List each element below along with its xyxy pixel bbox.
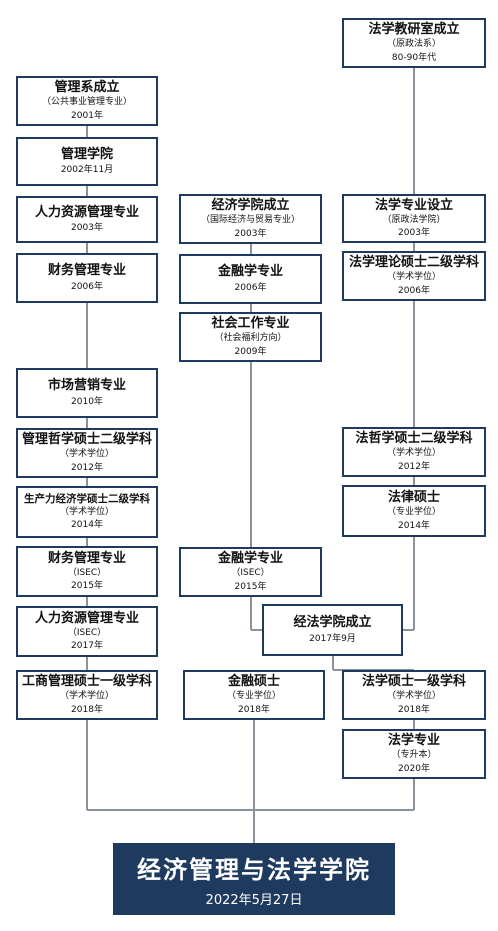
node-subtitle: （专业学位） xyxy=(386,507,441,518)
node-bm-master: 工商管理硕士一级学科（学术学位） 2018年 xyxy=(16,670,158,720)
node-subtitle: （学术学位） xyxy=(386,272,441,283)
node-year: 2017年9月 xyxy=(309,633,356,644)
node-mgmt-school: 管理学院 2002年11月 xyxy=(16,137,158,186)
node-year: 2020年 xyxy=(398,763,430,774)
node-year: 2003年 xyxy=(398,228,430,239)
node-title: 法学专业 xyxy=(387,733,440,749)
node-econ-school: 经济学院成立（国际经济与贸易专业） 2003年 xyxy=(179,194,322,244)
node-hr-major: 人力资源管理专业 2003年 xyxy=(16,196,158,243)
node-subtitle: （ISEC） xyxy=(67,567,107,578)
node-year: 2006年 xyxy=(71,281,103,292)
final-college-title: 经济管理与法学学院 xyxy=(137,855,371,884)
node-title: 金融学专业 xyxy=(217,551,283,567)
node-hr-isec: 人力资源管理专业（ISEC） 2017年 xyxy=(16,606,158,657)
node-legal-theory-master: 法学理论硕士二级学科（学术学位） 2006年 xyxy=(342,251,486,301)
node-title: 市场营销专业 xyxy=(47,378,126,394)
node-title: 生产力经济学硕士二级学科 xyxy=(24,492,150,505)
node-subtitle: （原政法学院） xyxy=(382,214,446,225)
node-year: 2015年 xyxy=(234,581,267,592)
node-year: 2015年 xyxy=(71,581,103,592)
node-law-major: 法学专业设立（原政法学院） 2003年 xyxy=(342,194,486,243)
node-law-phil-master: 法哲学硕士二级学科（学术学位） 2012年 xyxy=(342,427,486,477)
node-year: 2006年 xyxy=(398,285,430,296)
node-subtitle: （学术学位） xyxy=(59,691,114,702)
node-prod-econ-master: 生产力经济学硕士二级学科（学术学位） 2014年 xyxy=(16,486,158,538)
node-subtitle: （国际经济与贸易专业） xyxy=(200,215,300,226)
node-title: 管理哲学硕士二级学科 xyxy=(21,432,152,448)
node-title: 工商管理硕士一级学科 xyxy=(21,674,152,690)
node-subtitle: （ISEC） xyxy=(67,627,107,638)
node-year: 2001年 xyxy=(71,110,103,121)
node-year: 2017年 xyxy=(71,641,103,652)
node-year: 2014年 xyxy=(398,520,430,531)
node-subtitle: （公共事业管理专业） xyxy=(41,97,132,108)
node-subtitle: （ISEC） xyxy=(231,568,270,579)
node-subtitle: （专升本） xyxy=(391,750,437,761)
node-year: 2010年 xyxy=(71,396,103,407)
node-year: 2012年 xyxy=(71,462,103,473)
node-mgmt-dept: 管理系成立（公共事业管理专业） 2001年 xyxy=(16,76,158,126)
node-subtitle: （学术学位） xyxy=(59,506,114,517)
node-finance-isec: 金融学专业（ISEC） 2015年 xyxy=(179,547,322,597)
final-college-date: 2022年5月27日 xyxy=(205,893,303,908)
node-subtitle: （社会福利方向） xyxy=(214,333,287,344)
node-title: 社会工作专业 xyxy=(211,316,290,332)
node-econ-law-school: 经法学院成立 2017年9月 xyxy=(262,604,403,656)
node-title: 金融学专业 xyxy=(217,264,283,280)
node-title: 法学硕士一级学科 xyxy=(361,674,466,690)
node-law-teaching-office: 法学教研室成立（原政法系） 80-90年代 xyxy=(342,18,486,68)
node-year: 80-90年代 xyxy=(391,52,437,63)
node-title: 法学教研室成立 xyxy=(368,22,460,38)
node-jm-master: 法律硕士（专业学位） 2014年 xyxy=(342,485,486,537)
node-year: 2018年 xyxy=(398,704,430,715)
final-college-box: 经济管理与法学学院 2022年5月27日 xyxy=(113,843,395,915)
node-year: 2014年 xyxy=(71,520,103,531)
node-title: 财务管理专业 xyxy=(47,263,126,279)
node-finance-major: 金融学专业 2006年 xyxy=(179,254,322,304)
node-title: 人力资源管理专业 xyxy=(34,204,139,220)
node-year: 2018年 xyxy=(71,704,103,715)
node-mgmt-phil-master: 管理哲学硕士二级学科（学术学位） 2012年 xyxy=(16,428,158,478)
node-subtitle: （学术学位） xyxy=(386,691,441,702)
node-title: 经济学院成立 xyxy=(211,198,290,214)
node-year: 2012年 xyxy=(398,461,430,472)
node-marketing-major: 市场营销专业 2010年 xyxy=(16,368,158,418)
node-subtitle: （学术学位） xyxy=(386,448,441,459)
node-year: 2002年11月 xyxy=(60,165,114,175)
node-subtitle: （学术学位） xyxy=(59,449,114,460)
node-finmgmt-major: 财务管理专业 2006年 xyxy=(16,253,158,303)
node-subtitle: （专业学位） xyxy=(226,691,281,702)
node-social-work-major: 社会工作专业（社会福利方向） 2009年 xyxy=(179,312,322,362)
node-title: 法学理论硕士二级学科 xyxy=(348,255,479,271)
node-finance-master: 金融硕士（专业学位） 2018年 xyxy=(183,670,325,720)
node-year: 2003年 xyxy=(234,228,267,239)
node-year: 2018年 xyxy=(238,704,270,715)
node-title: 管理系成立 xyxy=(54,80,120,96)
node-year: 2006年 xyxy=(234,282,267,293)
node-law-master: 法学硕士一级学科（学术学位） 2018年 xyxy=(342,670,486,720)
node-title: 法学专业设立 xyxy=(374,197,453,213)
node-title: 管理学院 xyxy=(60,146,113,162)
node-title: 法哲学硕士二级学科 xyxy=(355,431,473,447)
node-year: 2009年 xyxy=(234,346,267,357)
node-law-upgrade: 法学专业（专升本） 2020年 xyxy=(342,729,486,779)
node-finmgmt-isec: 财务管理专业（ISEC） 2015年 xyxy=(16,546,158,597)
node-title: 法律硕士 xyxy=(387,490,440,506)
node-title: 财务管理专业 xyxy=(47,550,126,566)
node-year: 2003年 xyxy=(71,223,103,233)
node-title: 经法学院成立 xyxy=(293,615,372,631)
node-subtitle: （原政法系） xyxy=(386,39,441,50)
node-title: 金融硕士 xyxy=(227,674,280,690)
node-title: 人力资源管理专业 xyxy=(34,610,139,626)
